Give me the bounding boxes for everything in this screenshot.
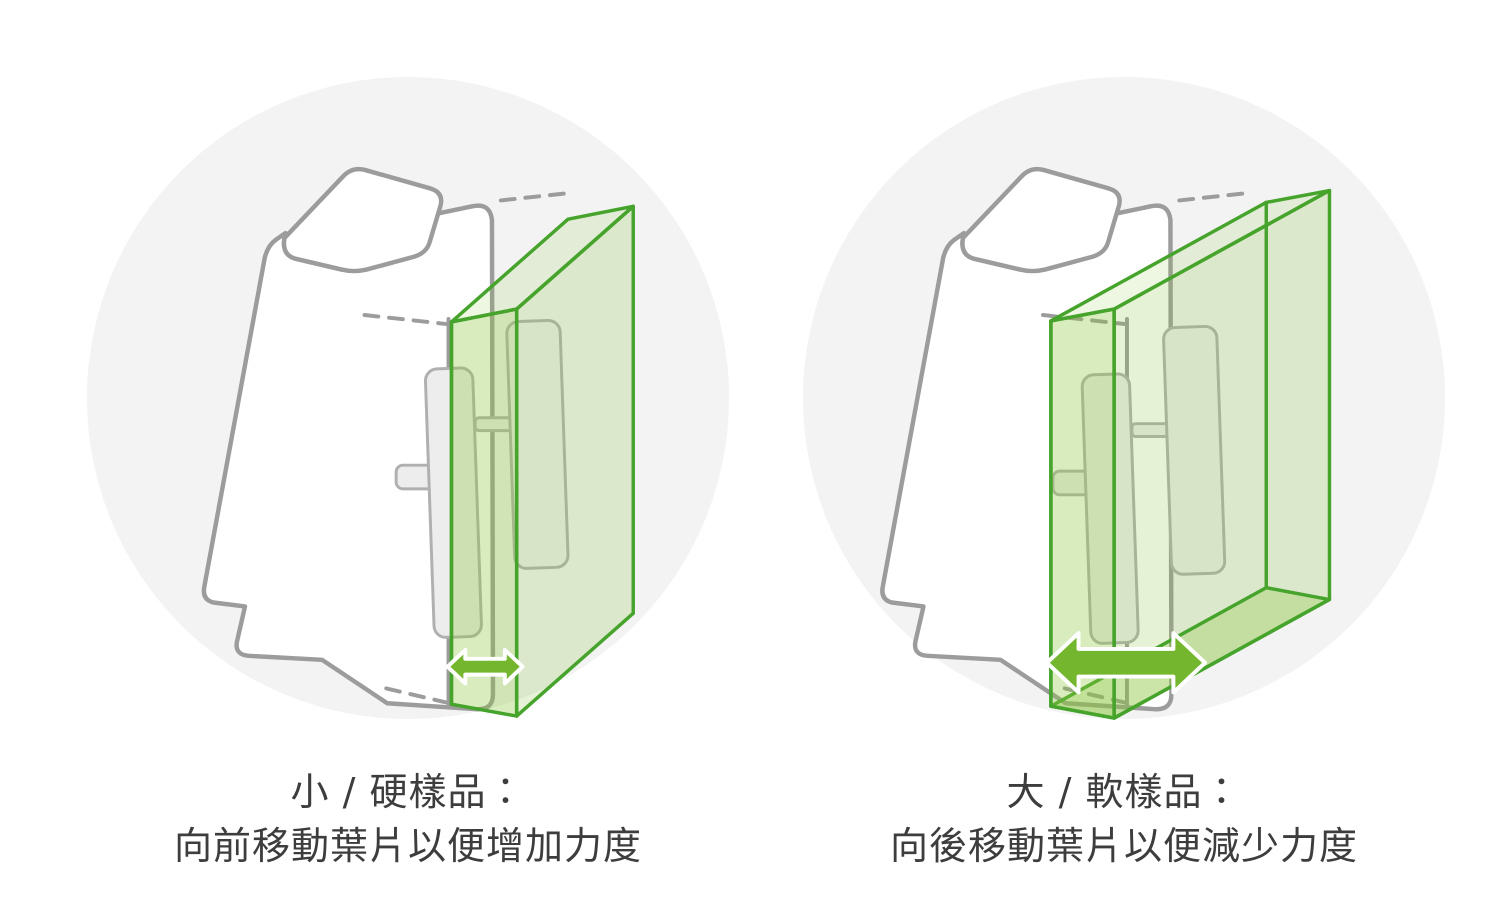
caption-large-soft-sample: 大 / 軟樣品： 向後移動葉片以便減少力度 [798, 766, 1450, 874]
large-soft-sample-illustration [802, 76, 1446, 720]
large-double-arrow-icon [1044, 631, 1207, 695]
caption-small-hard-sample: 小 / 硬樣品： 向前移動葉片以便增加力度 [82, 766, 734, 874]
wide-green-slot-box [1049, 188, 1332, 720]
small-double-arrow-icon [445, 647, 525, 686]
caption-line-2: 向前移動葉片以便增加力度 [173, 823, 642, 868]
narrow-green-slot-box [449, 204, 635, 718]
caption-line-1: 小 / 硬樣品： [290, 770, 526, 814]
caption-line-1: 大 / 軟樣品： [1006, 770, 1242, 814]
small-hard-sample-illustration [86, 76, 730, 720]
caption-line-2: 向後移動葉片以便減少力度 [889, 823, 1358, 868]
